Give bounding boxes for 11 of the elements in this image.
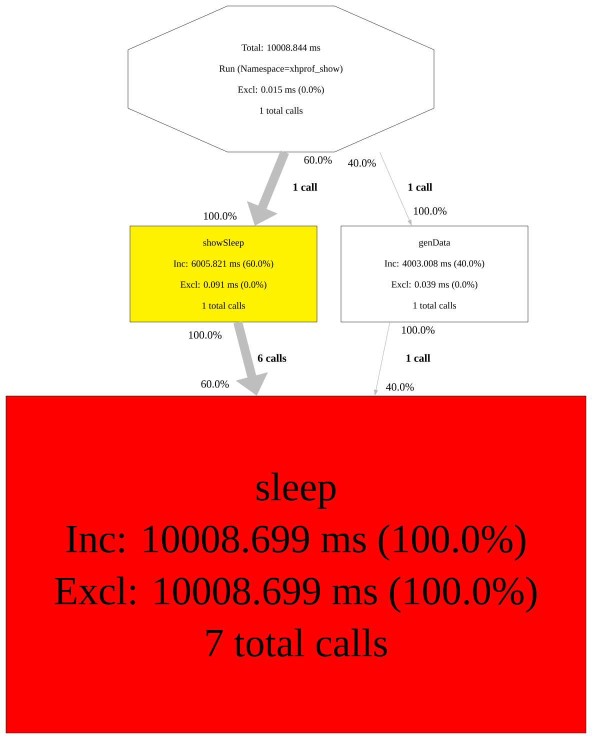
function-box: sleep Inc: 10008.699 ms (100.0%) Excl: 10008.699 ms (100.0%) 7 total calls: [6, 396, 586, 734]
edge-label: 6 calls: [258, 354, 286, 362]
percent-label: 40.0%: [348, 159, 376, 167]
percent-label: 100.0%: [414, 207, 447, 215]
function-box: showSleep Inc: 6005.821 ms (60.0%) Excl: 0.091 ms (0.0%) 1 total calls: [130, 226, 318, 322]
percent-label: 40.0%: [386, 383, 414, 391]
edge-label: 1 call: [408, 183, 432, 191]
edge-label: 1 call: [294, 183, 318, 191]
octagon-node: Total: 10008.844 ms Run (Namespace=xhprof_show) Excl: 0.015 ms (0.0%) 1 total calls: [128, 6, 434, 152]
function-box: genData Inc: 4003.008 ms (40.0%) Excl: 0.039 ms (0.0%) 1 total calls: [340, 226, 528, 322]
edge-label: 1 call: [406, 354, 430, 362]
